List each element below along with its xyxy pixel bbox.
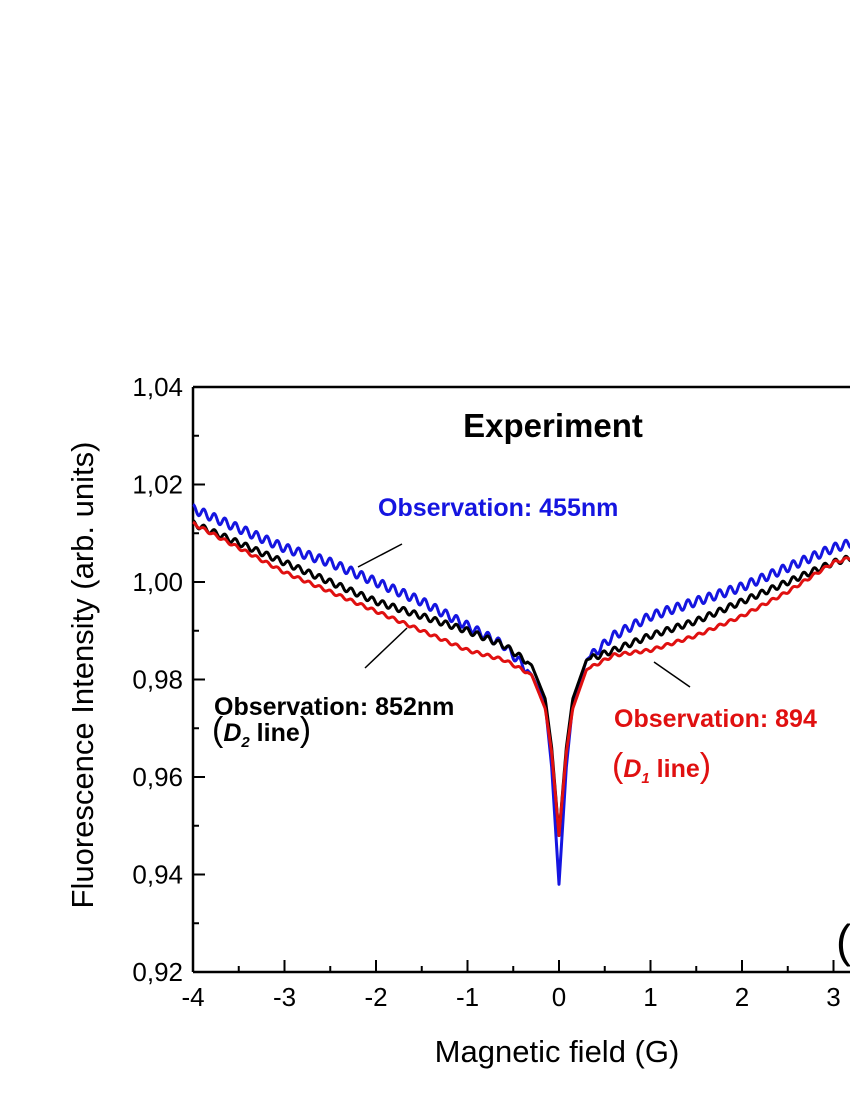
- red-leader-line: [653, 661, 691, 688]
- y-tick-label: 1,02: [132, 470, 183, 500]
- series-line-2: [192, 520, 850, 837]
- x-tick-label: 3: [826, 982, 840, 1012]
- chart-title: Experiment: [463, 407, 643, 444]
- red-series-label: Observation: 894: [614, 705, 817, 733]
- red-line-word: line: [650, 755, 700, 783]
- red-close-paren: ): [700, 747, 711, 785]
- black-close-paren: ): [300, 711, 311, 749]
- x-tick-label: 1: [643, 982, 657, 1012]
- y-tick-label: 0,96: [132, 762, 183, 792]
- series-layer: [192, 503, 850, 886]
- red-d-letter: D: [623, 755, 641, 783]
- y-axis-title: Fluorescence Intensity (arb. units): [65, 442, 100, 909]
- x-tick-label: -4: [181, 982, 204, 1012]
- black-series-line-label: (D2 line): [212, 711, 311, 751]
- y-tick-label: 1,00: [132, 567, 183, 597]
- black-leader-line: [364, 627, 408, 669]
- black-open-paren: (: [212, 711, 224, 749]
- panel-label: (: [836, 915, 850, 967]
- y-tick-label: 0,92: [132, 957, 183, 987]
- series-line-1: [192, 519, 850, 837]
- series-line-0: [192, 503, 850, 886]
- red-subscript: 1: [641, 770, 649, 787]
- black-d-letter: D: [223, 719, 241, 747]
- x-tick-label: 2: [735, 982, 749, 1012]
- blue-leader-line: [357, 543, 403, 568]
- x-tick-label: 0: [552, 982, 566, 1012]
- black-line-word: line: [250, 719, 300, 747]
- black-subscript: 2: [240, 734, 250, 751]
- x-tick-label: -2: [364, 982, 387, 1012]
- y-tick-label: 0,98: [132, 665, 183, 695]
- red-open-paren: (: [612, 747, 624, 785]
- red-series-line-label: (D1 line): [612, 747, 711, 787]
- x-tick-label: -1: [456, 982, 479, 1012]
- y-tick-label: 1,04: [132, 372, 183, 402]
- blue-series-label: Observation: 455nm: [378, 494, 618, 522]
- y-tick-label: 0,94: [132, 860, 183, 890]
- x-tick-label: -3: [273, 982, 296, 1012]
- x-axis-title: Magnetic field (G): [435, 1034, 680, 1069]
- axis-ticks: -4 -3 -2 -1 0 1 2 3 0,92 0,94 0,96 0,98 1,00 1,02 1,04: [132, 372, 840, 1012]
- black-series-label: Observation: 852nm: [214, 693, 454, 721]
